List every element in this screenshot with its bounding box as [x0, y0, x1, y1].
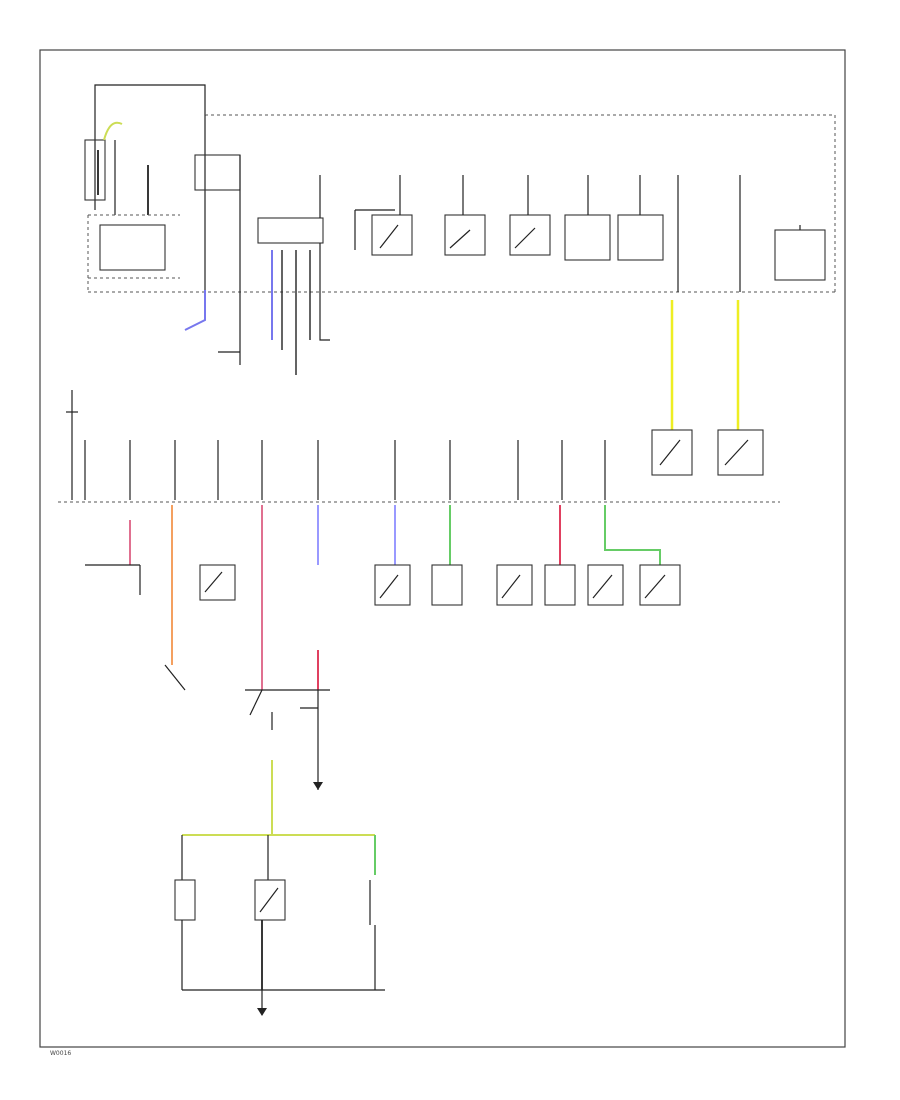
battery-section — [84, 84, 206, 279]
yellow-wires — [651, 300, 764, 476]
lower-colored-wires — [129, 505, 661, 690]
ignition-wires — [184, 243, 330, 375]
ground-distribution — [174, 760, 385, 1016]
battery-yellowgreen-wire — [103, 121, 123, 141]
footer-code: W0016 — [50, 1050, 71, 1057]
diagram-frame — [39, 49, 846, 1048]
lower-components — [85, 564, 681, 691]
lower-switch-section — [245, 689, 330, 790]
fuse-row — [84, 440, 606, 500]
underhood-fuse-box — [87, 114, 836, 365]
starter-box — [99, 224, 166, 271]
